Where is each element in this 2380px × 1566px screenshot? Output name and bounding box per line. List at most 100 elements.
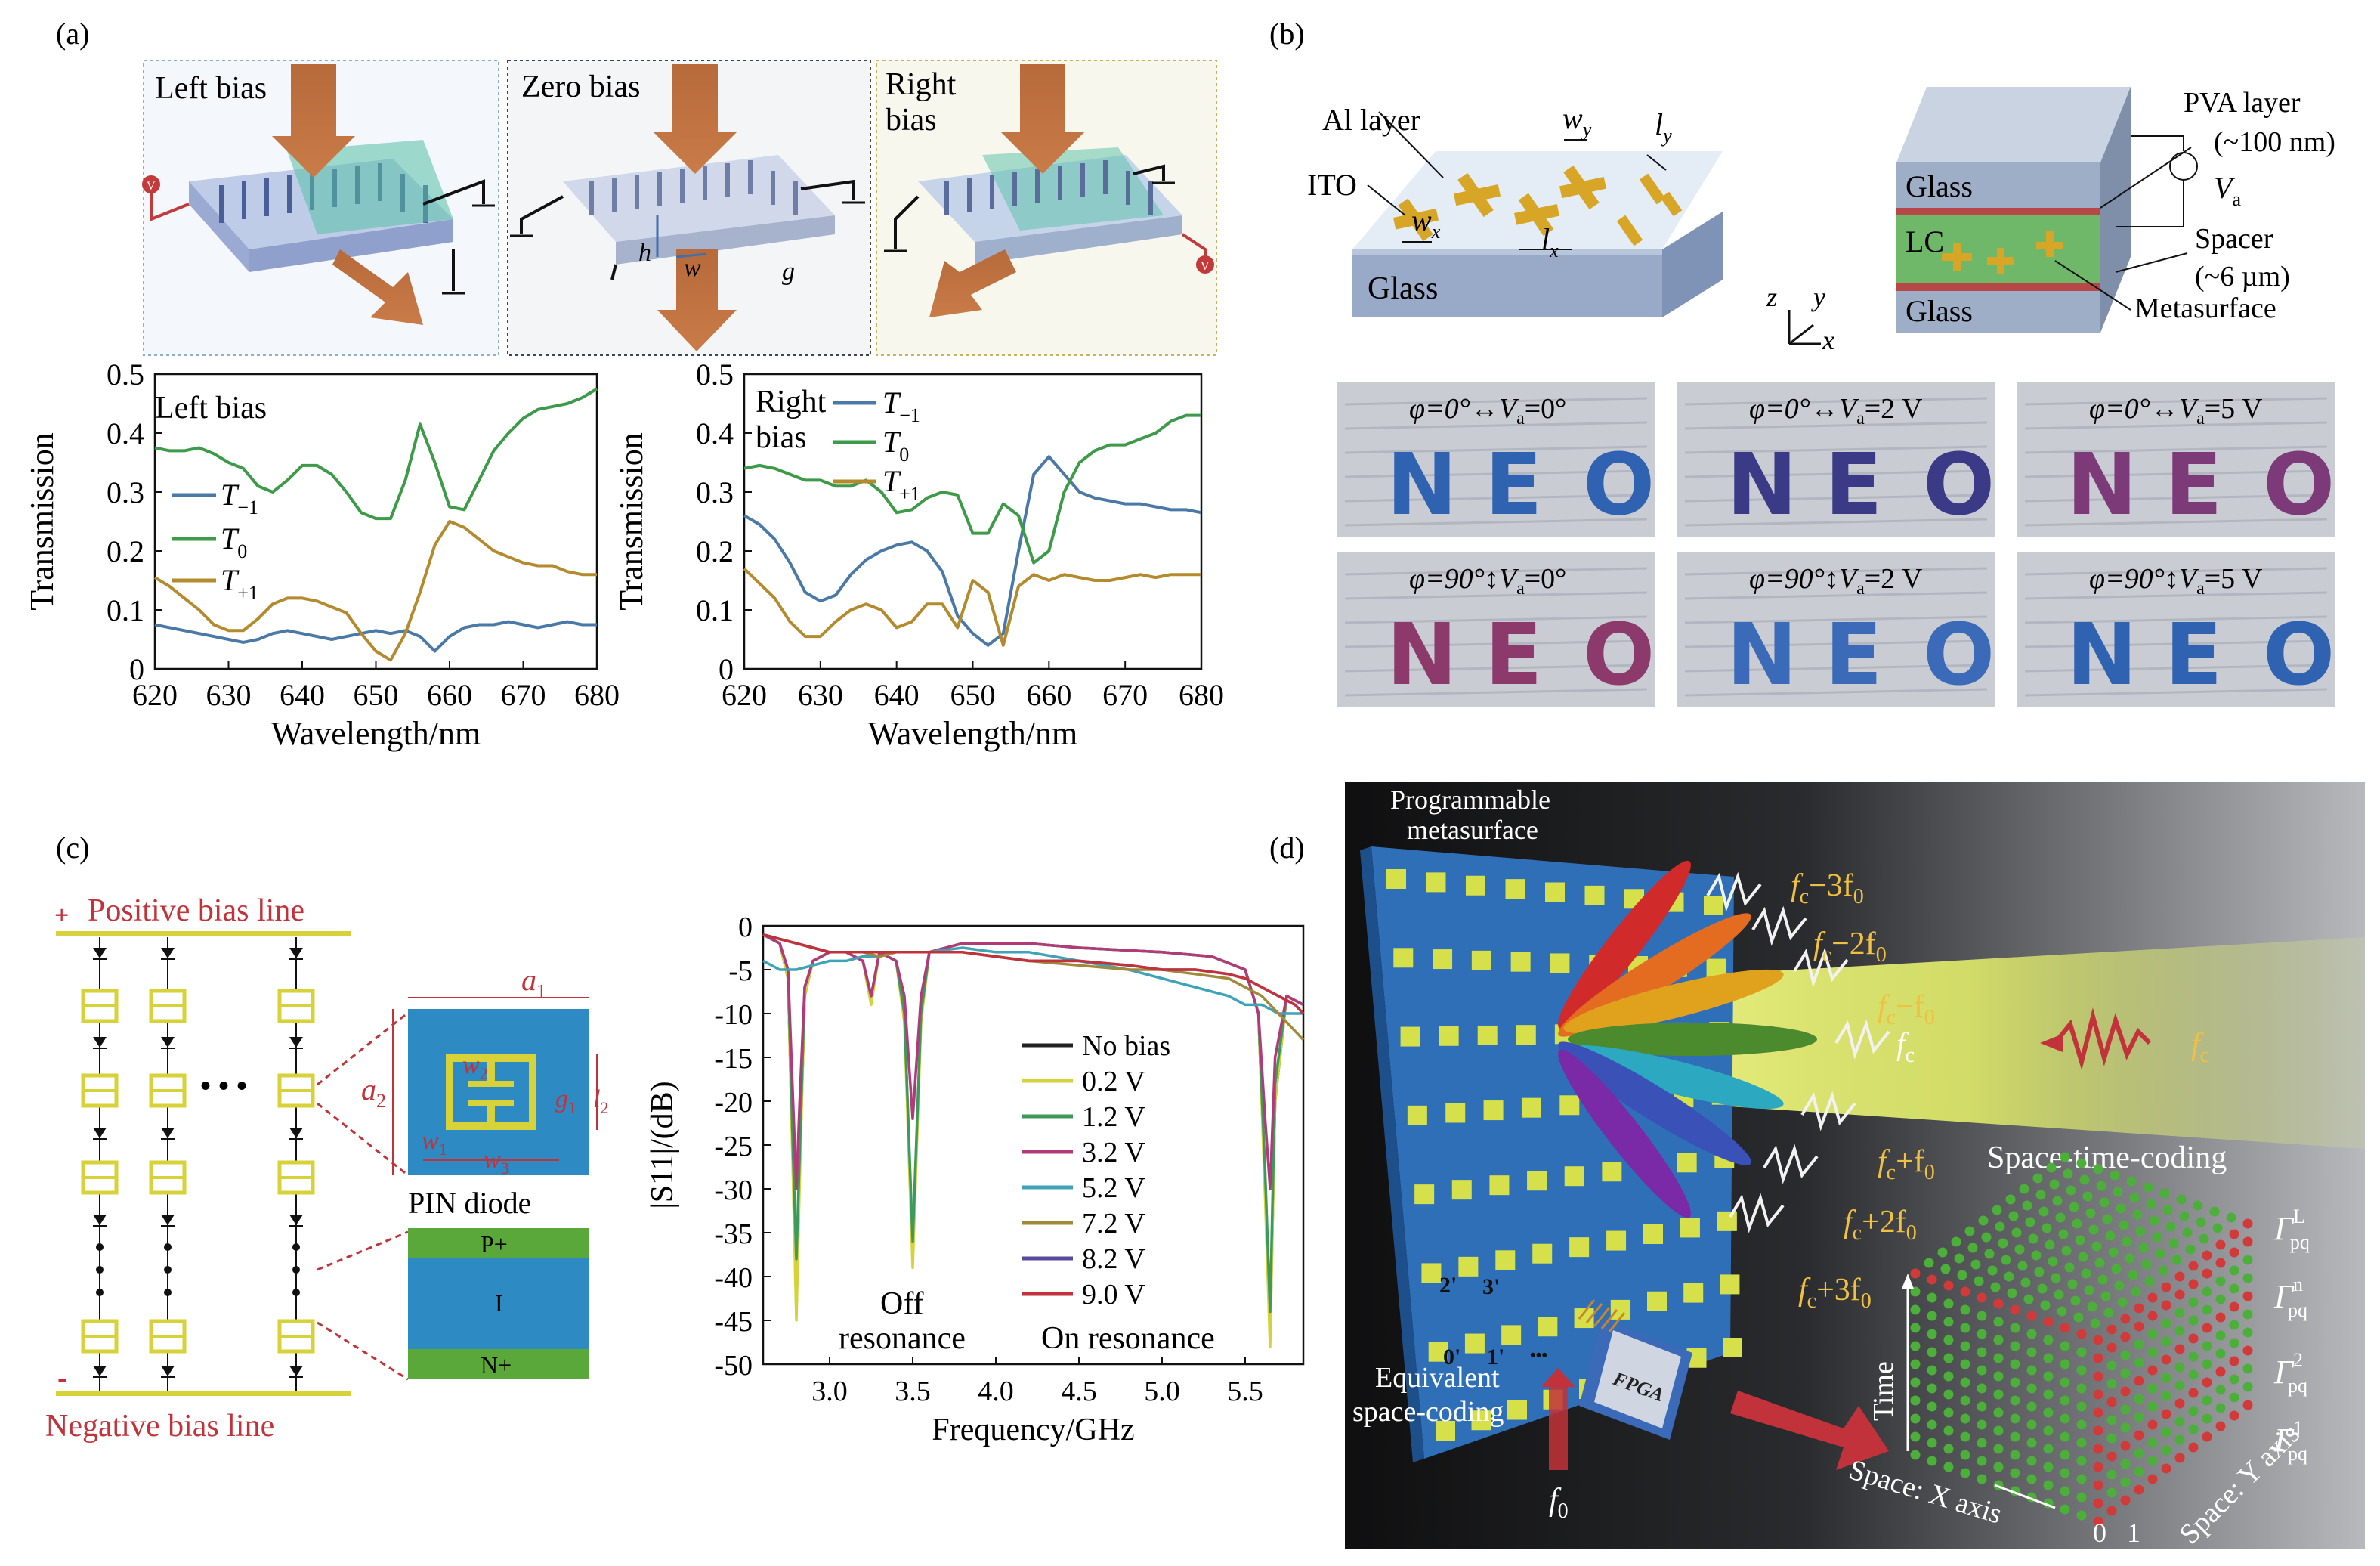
stc-dot: [2010, 1468, 2020, 1478]
stc-dot: [2161, 1463, 2171, 1474]
stc-dot: [2132, 1209, 2143, 1220]
y-tick-label: 0.5: [696, 357, 734, 392]
series-line: [743, 455, 1202, 647]
stc-dot: [2054, 1289, 2064, 1300]
stc-dot: [2185, 1244, 2196, 1255]
stc-dot: [1951, 1236, 1961, 1247]
stc-dot: [2091, 1241, 2102, 1252]
legend-c-label: 8.2 V: [1082, 1243, 1145, 1275]
neo-tile-value: =0°: [1525, 393, 1567, 425]
stc-dot: [1937, 1247, 1948, 1258]
stc-dot: [1977, 1292, 1987, 1303]
time-label: Time: [1868, 1361, 1899, 1421]
meta-cell: [1466, 875, 1485, 896]
stc-dot: [2134, 1357, 2144, 1368]
stc-dot: [2202, 1323, 2212, 1333]
stc-dot: [2010, 1304, 2020, 1315]
pva-label-1: PVA layer: [2184, 87, 2301, 119]
svg-text:a2: a2: [361, 1072, 386, 1112]
right-bias-label-2: bias: [886, 103, 937, 138]
stc-dot: [1964, 1226, 1975, 1236]
svg-text:wy: wy: [1562, 101, 1592, 141]
stc-dot: [2146, 1199, 2156, 1209]
axis-one: 1: [2127, 1518, 2140, 1548]
y-tick-label: -25: [714, 1131, 753, 1162]
stc-dot: [2060, 1323, 2070, 1333]
stc-dot: [2043, 1444, 2054, 1454]
stc-dot: [2161, 1300, 2171, 1311]
series-line: [154, 620, 597, 653]
meta-cell: [1483, 1100, 1504, 1121]
neo-letter: E: [2165, 606, 2223, 704]
stc-dot: [1910, 1450, 1921, 1460]
stc-dot: [1993, 1371, 2004, 1382]
stc-dot: [2106, 1469, 2117, 1480]
stc-dot: [2174, 1326, 2185, 1336]
stc-dot: [1977, 1311, 1987, 1321]
neo-tile-va: V: [1499, 563, 1519, 595]
stc-dot: [2043, 1480, 2054, 1490]
stc-dot: [2188, 1279, 2199, 1289]
minus-sign: -: [57, 1360, 67, 1394]
cell-1p: 1': [1487, 1345, 1504, 1369]
svg-text:w3: w3: [484, 1146, 509, 1178]
neo-letter: N: [1386, 436, 1457, 534]
stc-dot: [2152, 1232, 2162, 1243]
stc-dot: [1977, 1365, 1987, 1376]
neo-tile-arrow: ↕: [1825, 563, 1839, 595]
spacer-label-2: (~6 µm): [2195, 261, 2290, 292]
right-bias-diagram: V Right bias: [876, 60, 1217, 356]
annot-on: On resonance: [1041, 1321, 1215, 1356]
stc-dot: [2229, 1247, 2239, 1258]
stc-dot: [2147, 1383, 2158, 1394]
meta-cell: [1545, 882, 1565, 902]
neo-letter: E: [1485, 436, 1543, 534]
spacer-label-1: Spacer: [2195, 223, 2273, 255]
meta-cell: [1507, 1400, 1527, 1420]
stc-dot: [2215, 1276, 2226, 1286]
meta-cell: [1723, 1338, 1742, 1357]
stc-dot: [2010, 1431, 2020, 1442]
neo-letter: O: [1583, 606, 1655, 704]
stc-dot: [2037, 1283, 2048, 1294]
stc-dot: [2161, 1318, 2171, 1329]
stc-dot: [2202, 1395, 2212, 1406]
left-bias-label: Left bias: [155, 71, 267, 106]
meta-cell: [1471, 950, 1491, 970]
series-line: [762, 933, 1305, 1041]
stc-dot: [2147, 1419, 2158, 1430]
x-tick-label: 660: [1026, 678, 1071, 712]
stc-dot: [1960, 1377, 1970, 1388]
diode-symbol: [93, 1037, 107, 1048]
meta-cell: [1680, 1218, 1700, 1238]
stc-dot: [2084, 1285, 2094, 1295]
diode-symbol: [289, 1128, 303, 1138]
stc-dot: [2162, 1205, 2173, 1215]
stc-dot: [2103, 1308, 2114, 1318]
cell-0p: 0': [1443, 1345, 1460, 1369]
neo-tile-va-sub: a: [2196, 579, 2205, 599]
stc-dot: [2093, 1164, 2103, 1174]
zero-bias-label: Zero bias: [521, 70, 640, 104]
x-axis-label: Wavelength/nm: [271, 715, 481, 752]
stc-dot: [2093, 1353, 2103, 1363]
stc-dot: [2058, 1229, 2069, 1239]
stc-dot: [2093, 1407, 2103, 1418]
stc-dot: [1927, 1383, 1937, 1394]
stc-dot: [2215, 1330, 2226, 1341]
pin-column: [81, 937, 119, 1391]
stc-dot: [2147, 1438, 2158, 1448]
stc-dot: [1910, 1377, 1921, 1388]
stc-dot: [1943, 1407, 1954, 1418]
stc-dot: [2011, 1227, 2022, 1238]
stc-dot: [2229, 1283, 2239, 1294]
stc-dot: [2093, 1480, 2103, 1490]
stc-dot: [2076, 1365, 2087, 1376]
legend-a-right-t1: T: [882, 385, 901, 419]
meta-cell: [1647, 1291, 1667, 1311]
stc-dot: [2226, 1212, 2236, 1223]
stc-dot: [2078, 1252, 2088, 1262]
